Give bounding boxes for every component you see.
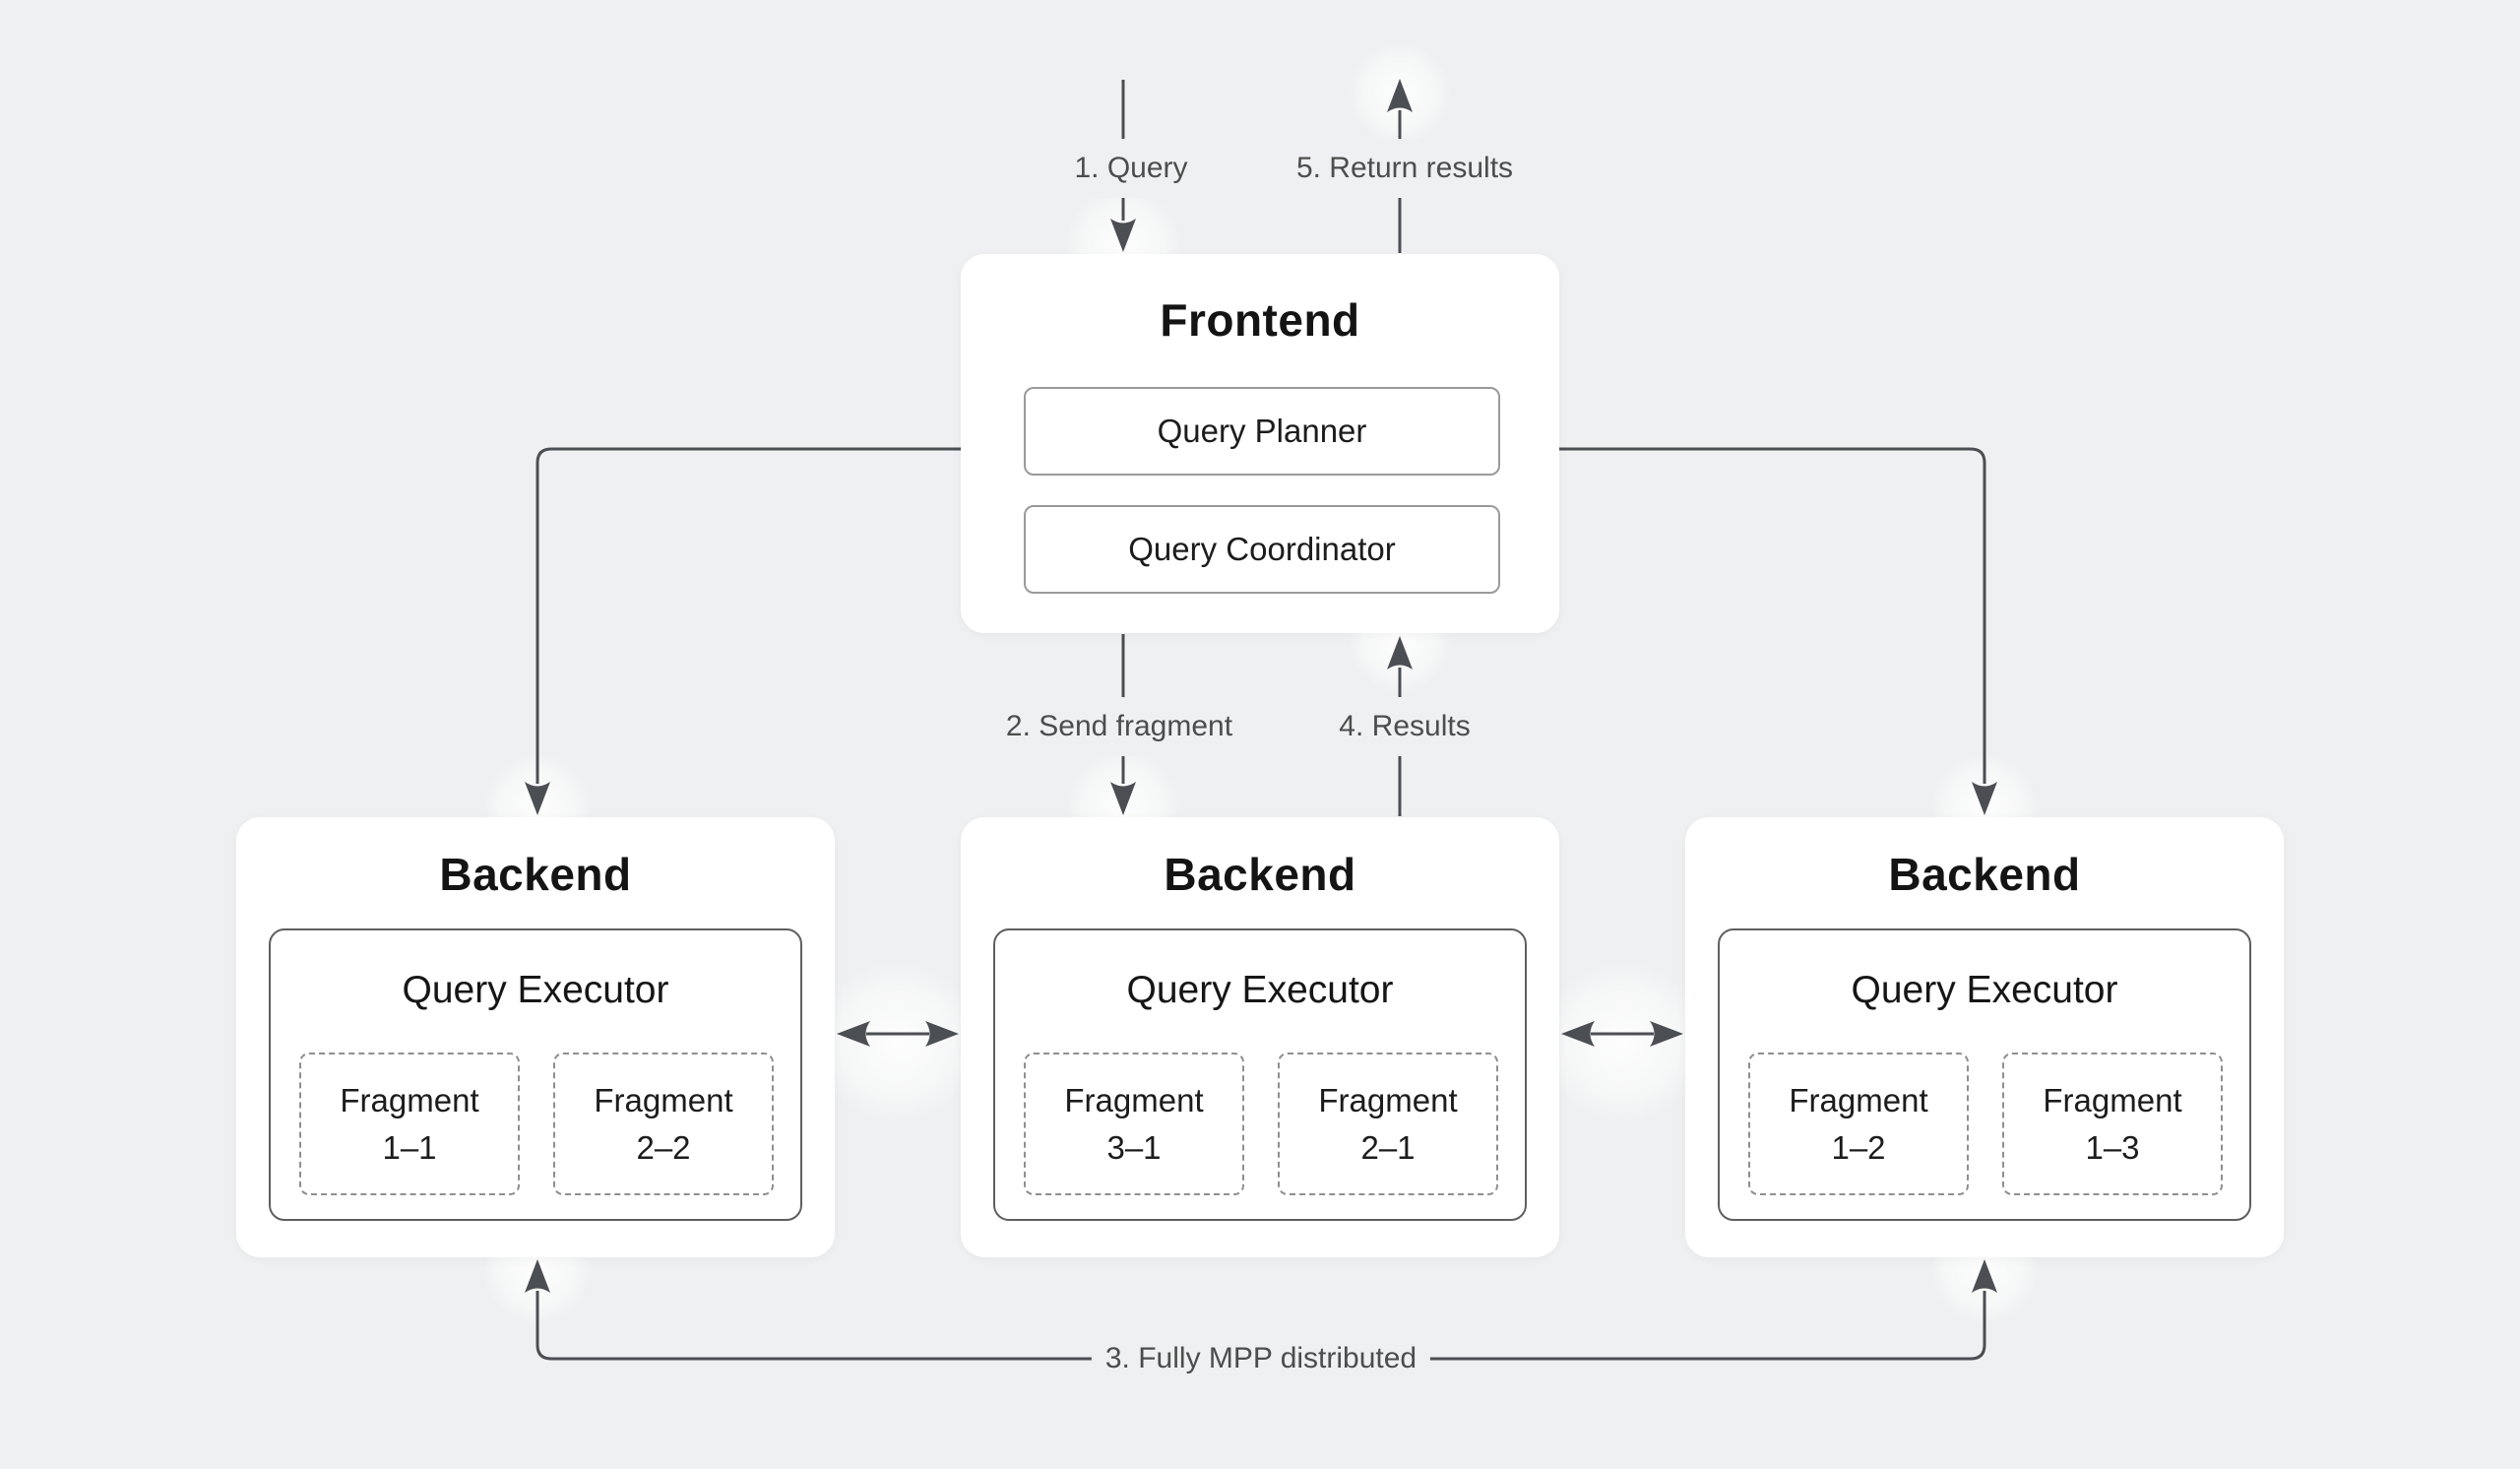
fragment-id: 1–1 [382, 1128, 437, 1166]
query-planner-box: Query Planner [1024, 387, 1500, 476]
flow-label-return-results: 5. Return results [1284, 139, 1526, 198]
backend-node-left: Backend Query Executor Fragment 1–1 Frag… [236, 817, 835, 1257]
fragment-id: 2–1 [1360, 1128, 1416, 1166]
fragment-label: Fragment [594, 1081, 733, 1118]
frontend-title: Frontend [1160, 294, 1360, 346]
fragment-id: 1–3 [2085, 1128, 2140, 1166]
backend-title: Backend [1164, 849, 1356, 900]
fragment-box: Fragment 2–2 [553, 1053, 774, 1195]
flow-label-mpp-distributed: 3. Fully MPP distributed [1091, 1338, 1431, 1379]
fragment-box: Fragment 1–1 [299, 1053, 520, 1195]
fragment-box: Fragment 1–2 [1748, 1053, 1969, 1195]
fragment-label: Fragment [2043, 1081, 2182, 1118]
fragment-id: 2–2 [636, 1128, 691, 1166]
fragment-box: Fragment 3–1 [1024, 1053, 1244, 1195]
arrow-backend-exchange-left [837, 1021, 959, 1047]
flow-label-send-fragment: 2. Send fragment [993, 697, 1245, 756]
fragment-label: Fragment [1318, 1081, 1458, 1118]
query-executor-title: Query Executor [402, 969, 669, 1011]
backend-node-middle: Backend Query Executor Fragment 3–1 Frag… [961, 817, 1559, 1257]
backend-node-right: Backend Query Executor Fragment 1–2 Frag… [1685, 817, 2284, 1257]
fragment-box: Fragment 2–1 [1278, 1053, 1498, 1195]
fragment-box: Fragment 1–3 [2002, 1053, 2223, 1195]
query-coordinator-label: Query Coordinator [1128, 531, 1396, 567]
frontend-node: Frontend Query Planner Query Coordinator [961, 254, 1559, 633]
arrow-backend-exchange-right [1561, 1021, 1683, 1047]
query-executor-box: Query Executor Fragment 3–1 Fragment 2–1 [993, 928, 1527, 1221]
query-coordinator-box: Query Coordinator [1024, 505, 1500, 594]
fragment-label: Fragment [340, 1081, 479, 1118]
query-executor-box: Query Executor Fragment 1–2 Fragment 1–3 [1718, 928, 2251, 1221]
backend-title: Backend [1888, 849, 2081, 900]
query-executor-title: Query Executor [1126, 969, 1394, 1011]
connector-frontend-to-right-backend [1559, 447, 1997, 815]
backend-title: Backend [439, 849, 632, 900]
flow-label-query: 1. Query [1062, 139, 1200, 198]
query-executor-title: Query Executor [1851, 969, 2118, 1011]
fragment-label: Fragment [1789, 1081, 1928, 1118]
connector-frontend-to-left-backend [525, 447, 961, 815]
fragment-label: Fragment [1064, 1081, 1204, 1118]
query-planner-label: Query Planner [1157, 413, 1367, 449]
query-executor-box: Query Executor Fragment 1–1 Fragment 2–2 [269, 928, 802, 1221]
fragment-id: 3–1 [1106, 1128, 1162, 1166]
flow-label-results: 4. Results [1327, 697, 1482, 756]
fragment-id: 1–2 [1831, 1128, 1886, 1166]
